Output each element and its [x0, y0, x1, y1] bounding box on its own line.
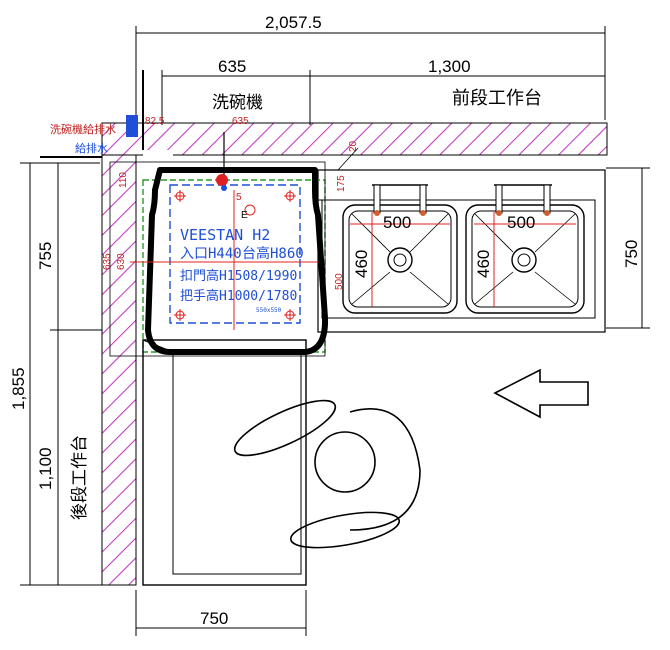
- dim-82-5: 82.5: [145, 116, 165, 127]
- left-total-height-label: 1,855: [9, 367, 28, 410]
- rear-counter-label: 後段工作台: [70, 435, 90, 520]
- left-wall-hatch: [101, 154, 137, 586]
- left-755-label: 755: [36, 242, 55, 270]
- left-lower-height-label: 1,100: [36, 447, 55, 490]
- dim-110: 110: [118, 172, 129, 188]
- front-counter-label: 前段工作台: [452, 88, 542, 109]
- water-inlet-icon: [216, 174, 228, 186]
- wall-label-2: 給排水: [75, 141, 108, 155]
- sink-2: 500 460: [465, 184, 585, 314]
- dim-500: 500: [334, 273, 345, 290]
- right-depth-label: 750: [622, 240, 641, 268]
- drain-fitting-icon: [126, 115, 138, 137]
- rear-counter: [142, 339, 307, 586]
- e-marker: E: [241, 210, 248, 221]
- dishwasher-width-label: 635: [218, 57, 246, 76]
- bottom-dimension: 750: [135, 590, 307, 636]
- bottom-width-label: 750: [200, 609, 228, 628]
- dim-175: 175: [336, 175, 347, 192]
- overall-width-label: 2,057.5: [265, 13, 322, 32]
- machine-inlet-height: 入口H440: [180, 246, 242, 262]
- top-dimensions: 2,057.5 635 1,300: [135, 13, 606, 125]
- front-counter-width-label: 1,300: [428, 57, 471, 76]
- machine-footnote: 550x550: [256, 307, 282, 314]
- dim-635-small: 635: [232, 116, 249, 127]
- sink-1-depth-label: 460: [352, 250, 371, 278]
- dim-5: 5: [236, 192, 242, 203]
- dishwasher-label: 洗碗機: [212, 93, 263, 113]
- sink-2-depth-label: 460: [474, 250, 493, 278]
- wall-label-1: 洗碗機給排水: [50, 122, 116, 136]
- sink-1: 500 460: [342, 184, 458, 314]
- left-dimensions: 755 1,855 1,100: [9, 162, 102, 586]
- dim-630: 630: [116, 253, 127, 270]
- top-wall-hatch: [101, 122, 608, 156]
- right-dimension: 750: [606, 167, 650, 329]
- flow-direction-arrow-icon: [493, 368, 589, 419]
- machine-model: VEESTAN H2: [180, 226, 270, 244]
- front-counter: 500 460 500 460: [317, 169, 606, 333]
- dim-635-vertical: 635: [102, 253, 113, 270]
- dim-20: 20: [348, 140, 359, 152]
- machine-door-height: 扣門高H1508/1990: [180, 268, 297, 284]
- sink-2-width-label: 500: [507, 213, 535, 232]
- machine-handle-height: 把手高H1000/1780: [180, 288, 297, 304]
- machine-table-height: 台高H860: [242, 245, 304, 262]
- dishwasher-area-box: [109, 161, 326, 357]
- operator-figure-icon: [233, 399, 421, 549]
- sink-1-width-label: 500: [383, 213, 411, 232]
- dishwasher-unit: VEESTAN H2 入口H440 台高H860 扣門高H1508/1990 把…: [130, 132, 329, 355]
